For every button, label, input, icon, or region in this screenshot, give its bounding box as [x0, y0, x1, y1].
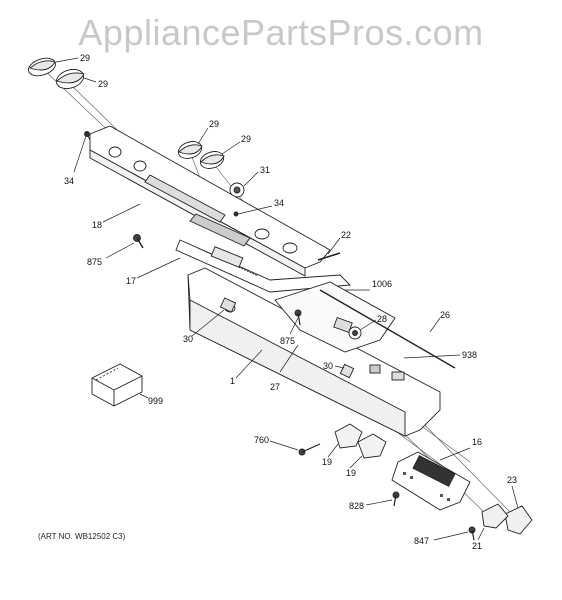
- art-number: (ART NO. WB12502 C3): [38, 532, 126, 541]
- knob-29-c: [177, 141, 203, 159]
- callout-938: 938: [462, 350, 478, 360]
- rod-26: [319, 289, 456, 369]
- callout-34a: 34: [64, 176, 75, 186]
- callout-29b: 29: [98, 79, 109, 89]
- bracket-17: [175, 239, 352, 293]
- box-999: [91, 363, 143, 407]
- callout-21: 21: [472, 541, 483, 551]
- clip-30-a: [219, 297, 237, 313]
- watermark: AppliancePartsPros.com: [78, 12, 484, 53]
- callout-30a: 30: [183, 334, 194, 344]
- callout-31: 31: [260, 165, 271, 175]
- callout-847: 847: [414, 536, 430, 546]
- callout-34b: 34: [274, 198, 285, 208]
- board-1006: [274, 281, 396, 353]
- knob-29-b: [55, 68, 85, 90]
- screw-760: [298, 443, 321, 456]
- knob-28: [348, 326, 362, 340]
- callout-27: 27: [270, 382, 281, 392]
- control-panel-18: [89, 125, 331, 277]
- callout-19b: 19: [346, 468, 357, 478]
- leader-lines: [55, 57, 519, 541]
- screw-847: [468, 526, 476, 541]
- knob-31: [229, 182, 245, 198]
- callout-29a: 29: [80, 53, 91, 63]
- callout-875a: 875: [87, 257, 103, 267]
- knob-29-d: [199, 151, 225, 169]
- screw-875-a: [133, 234, 144, 249]
- screw-875-b: [294, 309, 302, 326]
- callout-26: 26: [440, 310, 451, 320]
- callout-760: 760: [254, 435, 270, 445]
- housing-1: [187, 267, 441, 437]
- clip-19-a: [334, 423, 363, 449]
- callout-18: 18: [92, 220, 103, 230]
- screw-828: [392, 491, 400, 507]
- callout-16: 16: [472, 437, 483, 447]
- clip-19-b: [357, 433, 387, 459]
- part-21: [481, 503, 509, 529]
- callout-1006: 1006: [372, 279, 393, 289]
- callout-19a: 19: [322, 457, 333, 467]
- callout-828: 828: [349, 501, 365, 511]
- callout-999: 999: [148, 396, 164, 406]
- callout-1: 1: [230, 376, 236, 386]
- callout-30b: 30: [323, 361, 334, 371]
- bracket-23: [504, 505, 533, 535]
- callout-23: 23: [507, 475, 518, 485]
- callout-29c: 29: [209, 119, 220, 129]
- callout-28: 28: [377, 314, 388, 324]
- part-938: [369, 364, 405, 381]
- callout-22: 22: [341, 230, 352, 240]
- callout-875b: 875: [280, 336, 296, 346]
- callout-29d: 29: [241, 134, 252, 144]
- rod-22: [317, 252, 341, 261]
- knob-29-a: [28, 57, 56, 77]
- callout-17: 17: [126, 276, 137, 286]
- control-board-16: [391, 451, 471, 511]
